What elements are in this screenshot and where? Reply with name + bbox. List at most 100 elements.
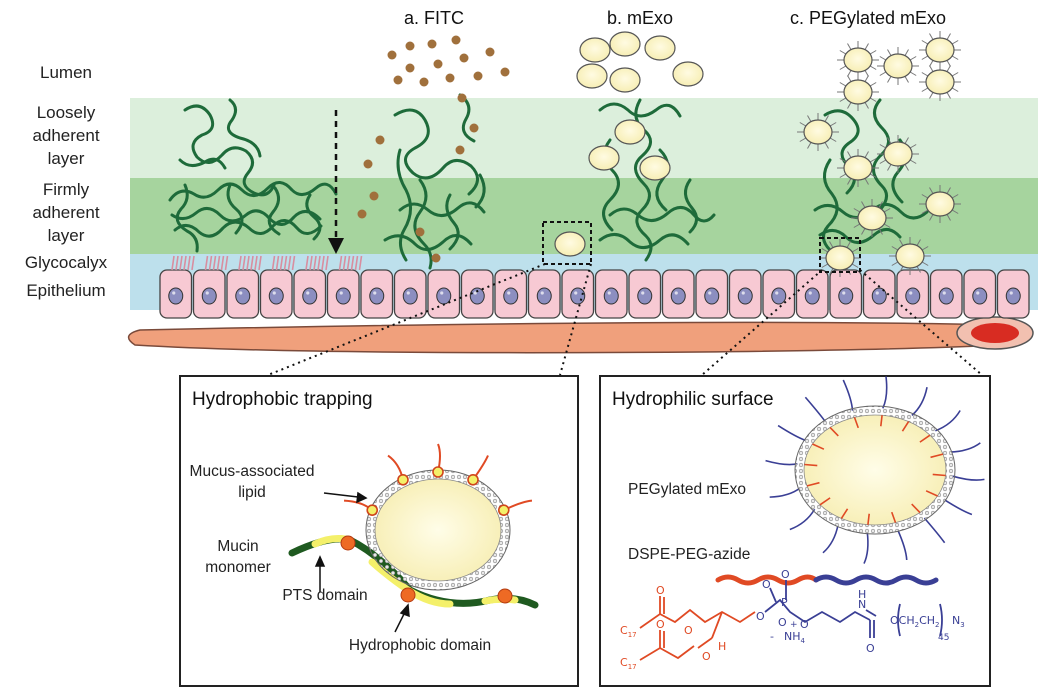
pegylated-mexo-vesicle	[889, 237, 931, 275]
svg-text:O: O	[656, 618, 665, 631]
mexo-vesicle	[672, 61, 704, 87]
epithelial-cell	[594, 269, 628, 319]
chemical-structure-lipid	[639, 596, 756, 661]
dspe-anchor	[911, 503, 921, 514]
peg-chain	[789, 508, 816, 531]
label-firm-2: adherent	[32, 203, 99, 222]
column-title-pegylated-mexo: c. PEGylated mExo	[790, 8, 946, 28]
fitc-dot	[405, 41, 415, 51]
lipid-tail	[497, 499, 533, 516]
epithelial-cell	[929, 269, 963, 319]
glycocalyx-strand	[317, 255, 321, 271]
column-title-mexo: b. mExo	[607, 8, 673, 28]
label-dspe-peg-azide: DSPE-PEG-azide	[628, 546, 750, 563]
dspe-anchor	[840, 508, 849, 519]
fitc-dot	[405, 63, 415, 73]
glycocalyx-strand	[171, 255, 175, 271]
glycocalyx-strand	[204, 255, 209, 271]
pegylated-mexo-vesicle	[797, 113, 839, 151]
lipid-tail	[432, 443, 444, 478]
fitc-dot	[363, 159, 373, 169]
mexo-vesicle	[579, 37, 611, 63]
epithelial-cell	[393, 269, 427, 319]
dspe-anchor	[925, 490, 938, 497]
label-hydrophobic-domain: Hydrophobic domain	[349, 637, 491, 654]
glycocalyx-strand	[279, 255, 284, 271]
glycocalyx-strand	[242, 255, 246, 271]
svg-text:O: O	[762, 578, 771, 591]
label-pegylated-mexo: PEGylated mExo	[628, 481, 746, 498]
pegylated-mexo-vesicle	[919, 31, 961, 69]
glycocalyx-strand	[321, 255, 325, 271]
glycocalyx-strand	[220, 255, 225, 271]
epithelial-cell	[661, 269, 695, 319]
svg-text:P: P	[781, 596, 788, 609]
peg-chain	[952, 475, 985, 481]
peg-chain	[822, 524, 839, 554]
epithelial-cell	[360, 269, 394, 319]
pegylated-mexo-vesicle	[837, 73, 879, 111]
glycocalyx-strand	[358, 255, 363, 271]
dspe-anchor	[829, 426, 839, 437]
label-firm-3: layer	[48, 226, 85, 245]
blood-vessel-inner	[971, 323, 1019, 343]
dspe-anchor	[804, 463, 818, 467]
panel-title-hydrophobic-trapping: Hydrophobic trapping	[192, 389, 373, 410]
fitc-dot	[431, 253, 441, 263]
pegylated-mexo-vesicle	[837, 41, 879, 79]
glycocalyx-strand	[216, 255, 221, 271]
lipid-tail	[387, 454, 409, 486]
fitc-dot	[433, 59, 443, 69]
epithelial-cell	[728, 269, 762, 319]
glycocalyx-strand	[342, 255, 347, 271]
glycocalyx-strand	[338, 255, 343, 271]
pegylated-mexo-vesicle	[837, 149, 879, 187]
trapped-exosome	[365, 469, 511, 591]
peg-segment	[813, 574, 939, 586]
fitc-dot	[445, 73, 455, 83]
glycocalyx-strand	[212, 255, 217, 271]
fitc-dot	[457, 93, 467, 103]
glycocalyx-strand	[287, 255, 292, 271]
label-glycocalyx: Glycocalyx	[25, 253, 108, 272]
svg-text:O: O	[781, 568, 790, 581]
glycocalyx-strand	[250, 255, 254, 271]
epithelial-cell	[293, 269, 327, 319]
mucin-network-a	[383, 93, 486, 270]
fitc-dot	[459, 53, 469, 63]
label-lumen: Lumen	[40, 63, 92, 82]
fitc-particles	[357, 35, 510, 263]
dspe-anchor	[812, 443, 825, 450]
mexo-vesicle	[614, 119, 646, 145]
glycocalyx-strand	[275, 255, 280, 271]
chemistry-text: C17 C17 O O O O H O P O O O - O NH4 + N …	[620, 568, 965, 671]
lipid-tail	[343, 499, 379, 516]
basement-layer	[127, 321, 1011, 354]
mexo-vesicle	[609, 31, 641, 57]
glycocalyx-strand	[179, 255, 183, 271]
peg-chain	[949, 442, 981, 453]
epithelial-cell	[460, 269, 494, 319]
label-mucus-lipid-1: Mucus-associated	[190, 463, 315, 480]
glycocalyx-strand	[238, 255, 242, 271]
fitc-dot	[393, 75, 403, 85]
dspe-anchor	[853, 417, 860, 429]
mexo-vesicle	[639, 155, 671, 181]
pegylated-mexo-vesicle	[919, 63, 961, 101]
epithelial-cell	[159, 269, 193, 319]
epithelial-cell	[427, 269, 461, 319]
dspe-anchor	[879, 415, 883, 427]
fitc-dot	[369, 191, 379, 201]
glycocalyx-strand	[191, 255, 195, 271]
glycocalyx-strand	[254, 255, 258, 271]
glycocalyx-strand	[313, 255, 317, 271]
glycocalyx-strand	[175, 255, 179, 271]
svg-text:H: H	[718, 640, 726, 653]
epithelial-cell	[996, 269, 1030, 319]
mucus-associated-lipids	[343, 443, 533, 516]
fitc-dot	[357, 209, 367, 219]
epithelial-cell	[226, 269, 260, 319]
fitc-dot	[387, 50, 397, 60]
glycocalyx-strand	[291, 255, 296, 271]
